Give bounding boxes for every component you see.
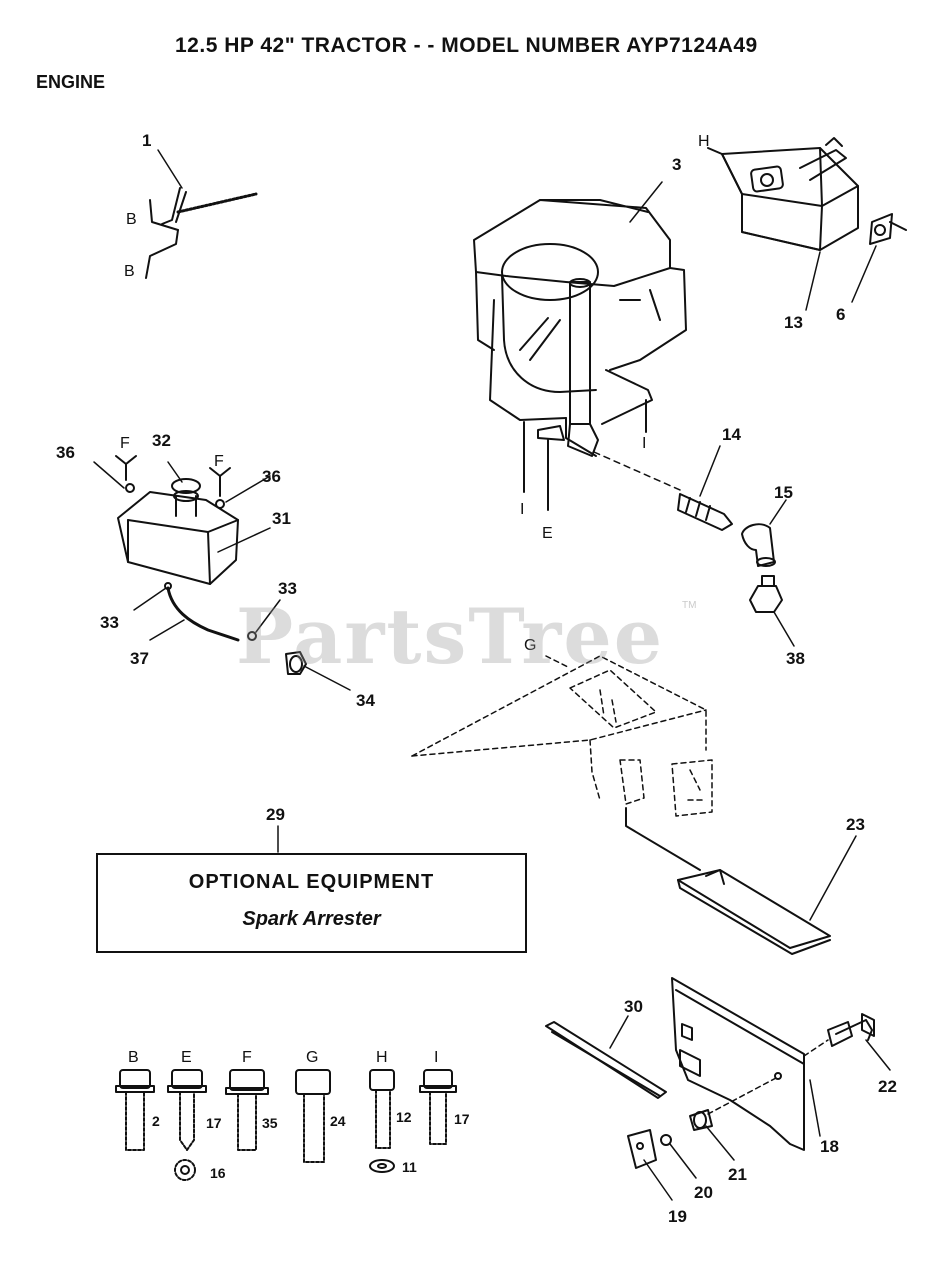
- callout-37: 37: [130, 649, 149, 668]
- callout-15: 15: [774, 483, 793, 502]
- watermark-trademark: TM: [682, 600, 697, 611]
- hardware-labels: B 2 E 17 16 F 35 G 24 H 12 11 I 17: [128, 1049, 470, 1181]
- callout-1: 1: [142, 131, 151, 150]
- hw-part-35: 35: [262, 1115, 278, 1131]
- callout-21: 21: [728, 1165, 747, 1184]
- callout-19: 19: [668, 1207, 687, 1226]
- hw-part-2: 2: [152, 1113, 160, 1129]
- bolt-B: [115, 1069, 155, 1151]
- hw-letter-e: E: [181, 1049, 192, 1066]
- hw-part-12: 12: [396, 1109, 412, 1125]
- callout-32: 32: [152, 431, 171, 450]
- callout-34: 34: [356, 691, 375, 710]
- ref-g: G: [524, 637, 536, 654]
- hw-letter-h: H: [376, 1049, 388, 1066]
- bolt-H: [369, 1069, 395, 1173]
- engine-part: [473, 181, 687, 511]
- bolt-I: [419, 1069, 457, 1145]
- bracket-parts: [545, 977, 891, 1201]
- frame-outline: [411, 655, 713, 817]
- callout-22: 22: [878, 1077, 897, 1096]
- ref-f-left: F: [120, 435, 130, 452]
- hw-washer-16: 16: [210, 1165, 226, 1181]
- optional-equipment-item: Spark Arrester: [242, 908, 381, 930]
- callout-14: 14: [722, 425, 741, 444]
- callout-6: 6: [836, 305, 845, 324]
- ref-b-upper: B: [126, 211, 137, 228]
- callout-38: 38: [786, 649, 805, 668]
- bolt-G: [295, 1069, 331, 1163]
- ref-i-right: I: [642, 435, 646, 452]
- optional-equipment-box: OPTIONAL EQUIPMENT Spark Arrester: [96, 853, 527, 953]
- callout-20: 20: [694, 1183, 713, 1202]
- ref-h: H: [698, 133, 710, 150]
- section-heading: ENGINE: [36, 72, 106, 92]
- bolt-E: [167, 1069, 207, 1181]
- callout-36-left: 36: [56, 443, 75, 462]
- hw-washer-11: 11: [402, 1159, 417, 1175]
- hw-letter-i: I: [434, 1049, 438, 1066]
- support-plate-part: [625, 807, 857, 955]
- hw-letter-f: F: [242, 1049, 252, 1066]
- callout-31: 31: [272, 509, 291, 528]
- callout-labels: 1 3 6 13 14 15 38 36 32 36 31 33 33 37 3…: [56, 131, 897, 1226]
- optional-equipment-title: OPTIONAL EQUIPMENT: [188, 871, 435, 893]
- callout-13: 13: [784, 313, 803, 332]
- ref-f-right: F: [214, 453, 224, 470]
- callout-29: 29: [266, 805, 285, 824]
- callout-33-right: 33: [278, 579, 297, 598]
- hw-part-17-e: 17: [206, 1115, 222, 1131]
- callout-3: 3: [672, 155, 681, 174]
- hw-part-24: 24: [330, 1113, 346, 1129]
- ref-b-lower: B: [124, 263, 135, 280]
- fuel-tank-parts: [93, 455, 351, 691]
- throttle-cable-part: [145, 149, 258, 279]
- ref-e: E: [542, 525, 553, 542]
- oil-drain-parts: [677, 445, 795, 647]
- hw-part-17-i: 17: [454, 1111, 470, 1127]
- hw-letter-g: G: [306, 1049, 318, 1066]
- callout-36-right: 36: [262, 467, 281, 486]
- callout-23: 23: [846, 815, 865, 834]
- ref-i-left: I: [520, 501, 524, 518]
- callout-30: 30: [624, 997, 643, 1016]
- muffler-part: [707, 137, 907, 311]
- reference-letters: B B H I I E F F G: [120, 133, 710, 654]
- watermark: PartsTree: [236, 592, 665, 681]
- bolt-F: [225, 1069, 269, 1151]
- hw-letter-b: B: [128, 1049, 139, 1066]
- callout-18: 18: [820, 1137, 839, 1156]
- callout-33-left: 33: [100, 613, 119, 632]
- hardware-bolts: [115, 1069, 457, 1181]
- page-title: 12.5 HP 42" TRACTOR - - MODEL NUMBER AYP…: [175, 34, 758, 57]
